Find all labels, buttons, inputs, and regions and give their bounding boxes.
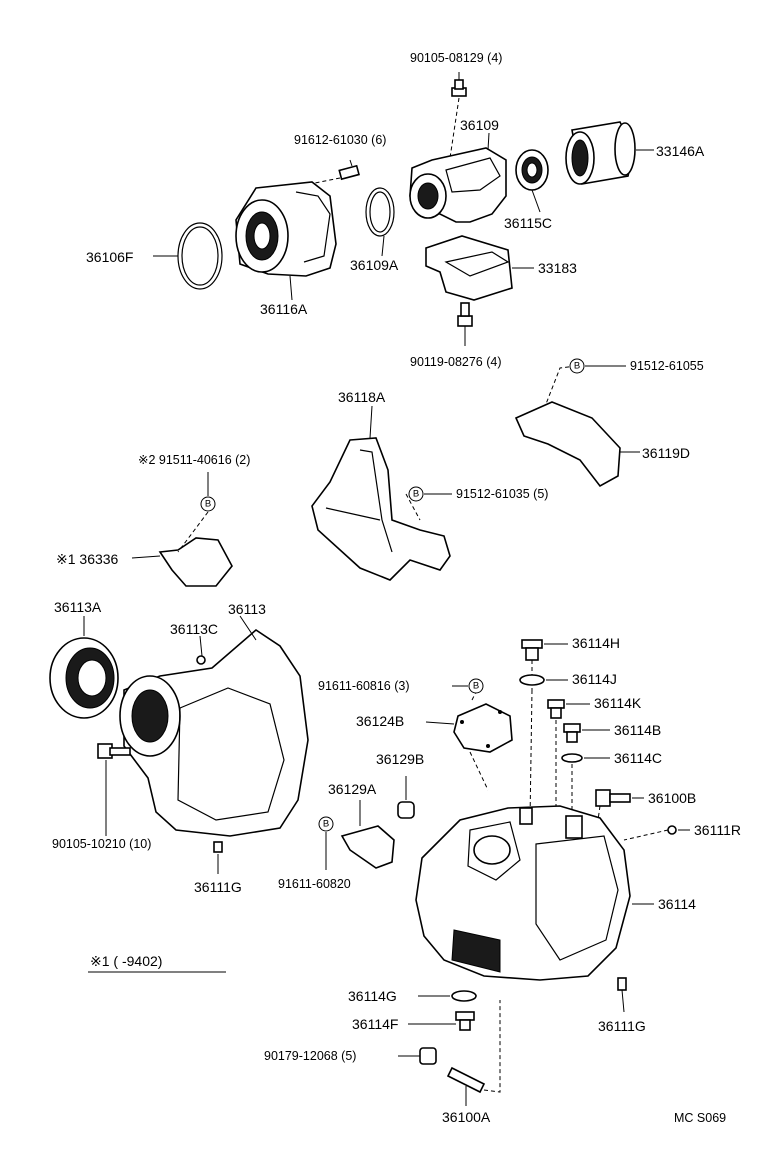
- stud-36100A: [446, 1000, 501, 1106]
- label-36115C: 36115C: [504, 215, 552, 231]
- housing-36114: [415, 805, 654, 981]
- housing-36109: [409, 132, 507, 223]
- callout-b-91611-60816: B: [452, 678, 484, 694]
- stud-36100B: [595, 789, 644, 821]
- svg-text:B: B: [473, 681, 479, 692]
- label-36336: ※1 36336: [56, 551, 119, 567]
- label-36114: 36114: [658, 896, 696, 912]
- footnote-text: ※1 ( -9402): [90, 953, 162, 969]
- label-36114H: 36114H: [572, 635, 620, 651]
- plug-36114K: [547, 699, 590, 820]
- pin-36111G-right: [617, 977, 627, 1013]
- label-36111R: 36111R: [694, 822, 741, 838]
- plug-36114H: [521, 639, 568, 690]
- washer-36114C: [561, 753, 610, 816]
- label-36114F: 36114F: [352, 1016, 398, 1032]
- diagram-code: MC S069: [674, 1111, 726, 1125]
- oring-36106F: [153, 222, 223, 290]
- label-90179-12068: 90179-12068 (5): [264, 1049, 356, 1063]
- bracket-36336: [131, 511, 233, 587]
- nut-90179-12068: [398, 1047, 437, 1065]
- label-36118A: 36118A: [338, 389, 386, 405]
- bearing-36113A: [49, 616, 119, 719]
- label-36114C: 36114C: [614, 750, 662, 766]
- svg-text:B: B: [205, 499, 211, 510]
- bearing-36115C: [515, 149, 549, 213]
- label-91512-61055: 91512-61055: [630, 359, 704, 373]
- label-36114B: 36114B: [614, 722, 661, 738]
- label-91511-40616: ※2 91511-40616 (2): [138, 453, 250, 467]
- label-91512-61035: 91512-61035 (5): [456, 487, 548, 501]
- bolt-90105-10210: [97, 743, 131, 836]
- callout-b-91511-40616: B: [200, 472, 216, 512]
- case-36116A: [235, 181, 337, 301]
- label-36114K: 36114K: [594, 695, 642, 711]
- label-90105-10210: 90105-10210 (10): [52, 837, 151, 851]
- label-36109: 36109: [460, 117, 499, 133]
- footnote: ※1 ( -9402): [88, 953, 226, 973]
- label-91611-60820: 91611-60820: [278, 877, 351, 891]
- washer-36114J: [519, 674, 568, 821]
- svg-text:B: B: [323, 819, 329, 830]
- label-36111G-left: 36111G: [194, 879, 242, 895]
- label-36113: 36113: [228, 601, 266, 617]
- washer-36114G: [418, 990, 477, 1002]
- label-36100B: 36100B: [648, 790, 696, 806]
- pin-36111R: [623, 825, 690, 841]
- oring-36109A: [365, 187, 395, 257]
- label-90105-08129: 90105-08129 (4): [410, 51, 502, 65]
- label-33183: 33183: [538, 260, 577, 276]
- bracket-36129A: [340, 800, 395, 869]
- label-36114G: 36114G: [348, 988, 397, 1004]
- seal-36129B: [397, 776, 415, 819]
- label-36113C: 36113C: [170, 621, 218, 637]
- label-36129A: 36129A: [328, 781, 377, 797]
- bolt-90105-08129: [449, 72, 467, 159]
- plug-36114B: [563, 723, 610, 743]
- label-33146A: 33146A: [656, 143, 705, 159]
- callout-b-91611-60820: B: [318, 816, 334, 870]
- bracket-36118A: [311, 405, 451, 581]
- housing-36113: [119, 615, 309, 837]
- label-36119D: 36119D: [642, 445, 690, 461]
- label-91612-61030: 91612-61030 (6): [294, 133, 386, 147]
- plug-36114F: [408, 1011, 475, 1031]
- svg-text:B: B: [413, 489, 419, 500]
- svg-text:B: B: [574, 361, 580, 372]
- label-36116A: 36116A: [260, 301, 308, 317]
- label-36109A: 36109A: [350, 257, 399, 273]
- label-36114J: 36114J: [572, 671, 617, 687]
- label-36113A: 36113A: [54, 599, 102, 615]
- label-91611-60816: 91611-60816 (3): [318, 679, 410, 693]
- label-36100A: 36100A: [442, 1109, 491, 1125]
- bracket-33183: [425, 235, 534, 301]
- label-36124B: 36124B: [356, 713, 404, 729]
- label-90119-08276: 90119-08276 (4): [410, 355, 502, 369]
- label-36129B: 36129B: [376, 751, 424, 767]
- sleeve-33146A: [565, 121, 654, 185]
- callout-b-91512-61055: B: [569, 358, 626, 374]
- label-36106F: 36106F: [86, 249, 133, 265]
- bolt-90119-08276: [457, 302, 473, 346]
- callout-b-91512-61035: B: [408, 486, 452, 502]
- cover-36124B: [425, 691, 513, 791]
- label-36111G-right: 36111G: [598, 1018, 646, 1034]
- bracket-36119D: [514, 365, 640, 488]
- pin-36111G-left: [213, 841, 223, 874]
